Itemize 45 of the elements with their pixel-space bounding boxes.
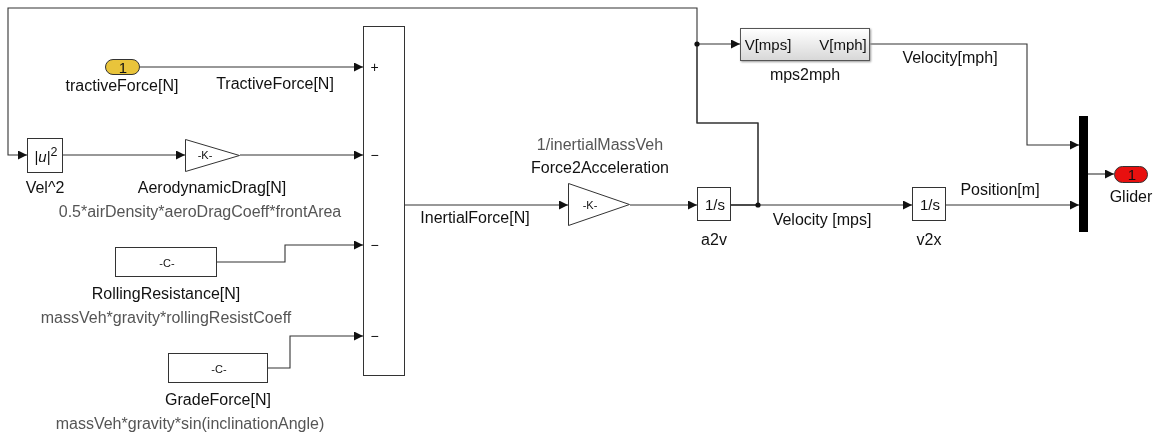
block-name: a2v: [701, 231, 727, 249]
port-number: 1: [1127, 166, 1137, 184]
block-symbol: 1/s: [920, 196, 940, 214]
port-label: V[mps]: [744, 36, 792, 54]
parameter-text: massVeh*gravity*rollingResistCoeff: [40, 309, 292, 327]
signal-line: [239, 150, 364, 160]
parameter-text: 0.5*airDensity*aeroDragCoeff*frontArea: [58, 203, 342, 221]
signal-line: [869, 43, 1080, 150]
block-symbol: -K-: [197, 148, 213, 162]
signal-label: Position[m]: [960, 181, 1040, 199]
sign: +: [370, 60, 379, 76]
block-name: v2x: [916, 231, 942, 249]
sign: −: [370, 238, 379, 254]
signal-line: [139, 62, 364, 72]
block-name: tractiveForce[N]: [65, 77, 179, 95]
signal-label: Velocity [mps]: [772, 211, 872, 229]
signal-line: [216, 240, 364, 263]
block-name: mps2mph: [769, 66, 841, 84]
block-symbol: -C-: [211, 362, 227, 376]
port-number: 1: [118, 59, 128, 77]
block-name: Force2Acceleration: [531, 159, 669, 177]
signal-label: Velocity[mph]: [902, 49, 998, 67]
signal-line: [696, 39, 759, 206]
block-name: Glider: [1109, 188, 1153, 206]
signal-line: [62, 150, 186, 160]
signal-line: [1087, 169, 1115, 179]
signal-line: [267, 331, 364, 369]
parameter-text: 1/inertialMassVeh: [536, 136, 664, 154]
port-label: V[mph]: [819, 36, 867, 54]
parameter-text: massVeh*gravity*sin(inclinationAngle): [55, 415, 325, 433]
block-symbol: |u|$^{2}$: [34, 146, 58, 166]
signal-line: [945, 200, 1080, 210]
block-name: AerodynamicDrag[N]: [137, 179, 287, 197]
signal-line: [404, 200, 569, 210]
block-name: Vel^2: [25, 179, 65, 197]
sign: −: [370, 148, 379, 164]
signal-label: InertialForce[N]: [420, 209, 530, 227]
sign: −: [370, 329, 379, 345]
signal-line: [629, 200, 698, 210]
block-name: GradeForce[N]: [165, 391, 271, 409]
signal-label: TractiveForce[N]: [216, 75, 334, 93]
block-name: RollingResistance[N]: [91, 285, 241, 303]
block-symbol: -K-: [582, 198, 598, 212]
block-symbol: -C-: [159, 256, 175, 270]
block-symbol: 1/s: [705, 196, 725, 214]
